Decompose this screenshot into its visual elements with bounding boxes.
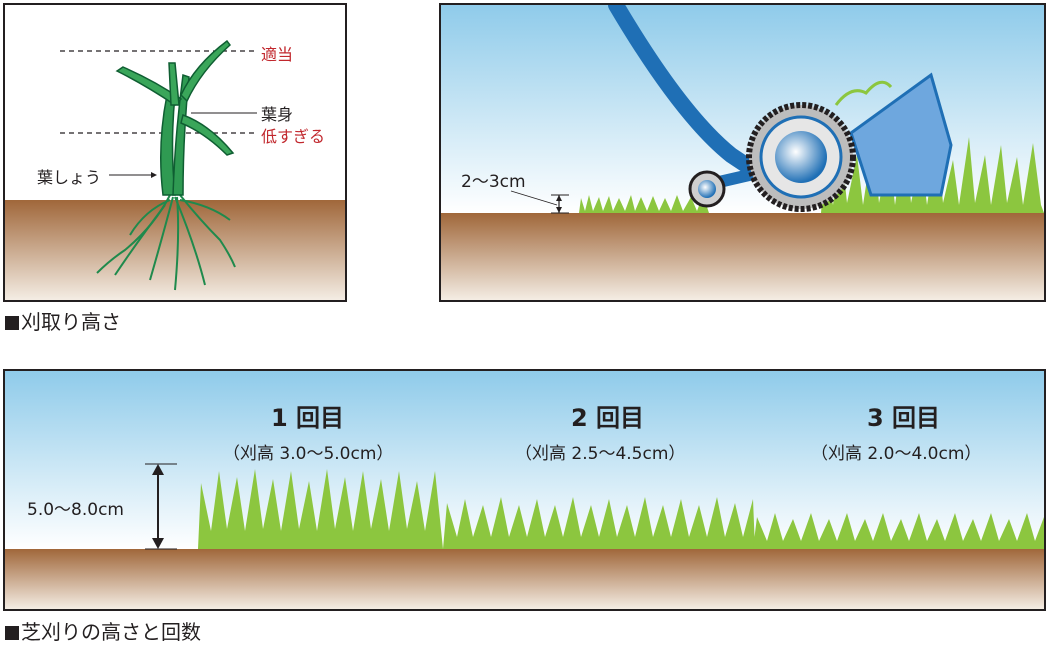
mowing-heights-panel: 5.0～8.0cm 1 回目 （刈高 3.0～5.0cm） 2 回目 （刈高 2…: [3, 369, 1046, 611]
stage-3-title: 3 回目: [867, 404, 941, 432]
square-bullet-icon: [5, 316, 19, 330]
square-bullet-icon: [5, 626, 19, 640]
main-wheel-hub: [775, 131, 827, 183]
grass-stage-1: [198, 469, 443, 549]
heights-illustration: [5, 371, 1044, 609]
mower-panel: 2～3cm: [439, 3, 1046, 302]
cut-height-label: 2～3cm: [461, 172, 526, 192]
grass-stage-3: [753, 513, 1044, 549]
grass-stage-2: [443, 497, 755, 549]
label-leaf-sheath: 葉しょう: [37, 168, 102, 187]
front-roller-hub: [698, 180, 716, 198]
stage-1-range: （刈高 3.0～5.0cm）: [223, 444, 394, 464]
cut-grass: [579, 195, 709, 213]
caption-mowing-height-count: 芝刈りの高さと回数: [5, 620, 201, 644]
grass-catcher: [849, 72, 953, 197]
mower-illustration: [441, 5, 1044, 300]
stage-2-range: （刈高 2.5～4.5cm）: [515, 444, 686, 464]
dimension-leader: [510, 190, 558, 206]
leaf-blades: [115, 39, 235, 156]
label-leaf-blade: 葉身: [261, 105, 294, 124]
height-arrow-down: [152, 538, 164, 549]
label-too-low: 低すぎる: [261, 127, 326, 146]
plant-illustration: [5, 39, 345, 300]
sky: [5, 371, 1044, 549]
stage-1-title: 1 回目: [271, 404, 345, 432]
soil: [5, 549, 1044, 609]
label-appropriate: 適当: [261, 45, 294, 64]
stage-2-title: 2 回目: [571, 404, 645, 432]
pointer-arrowhead: [151, 172, 157, 178]
height-arrow-up: [152, 464, 164, 475]
clippings: [834, 80, 893, 106]
initial-height-label: 5.0～8.0cm: [27, 500, 124, 520]
dimension-arrow-down: [556, 207, 562, 213]
plant-diagram-panel: 適当 葉身 低すぎる 葉しょう: [3, 3, 347, 302]
caption-mowing-height-count-text: 芝刈りの高さと回数: [21, 620, 201, 644]
caption-cut-height: 刈取り高さ: [5, 310, 121, 334]
dimension-arrow-up: [556, 195, 562, 201]
caption-cut-height-text: 刈取り高さ: [21, 310, 121, 334]
mower-handle: [608, 5, 769, 183]
roots: [96, 194, 236, 291]
stage-3-range: （刈高 2.0～4.0cm）: [811, 444, 982, 464]
soil: [441, 213, 1044, 300]
